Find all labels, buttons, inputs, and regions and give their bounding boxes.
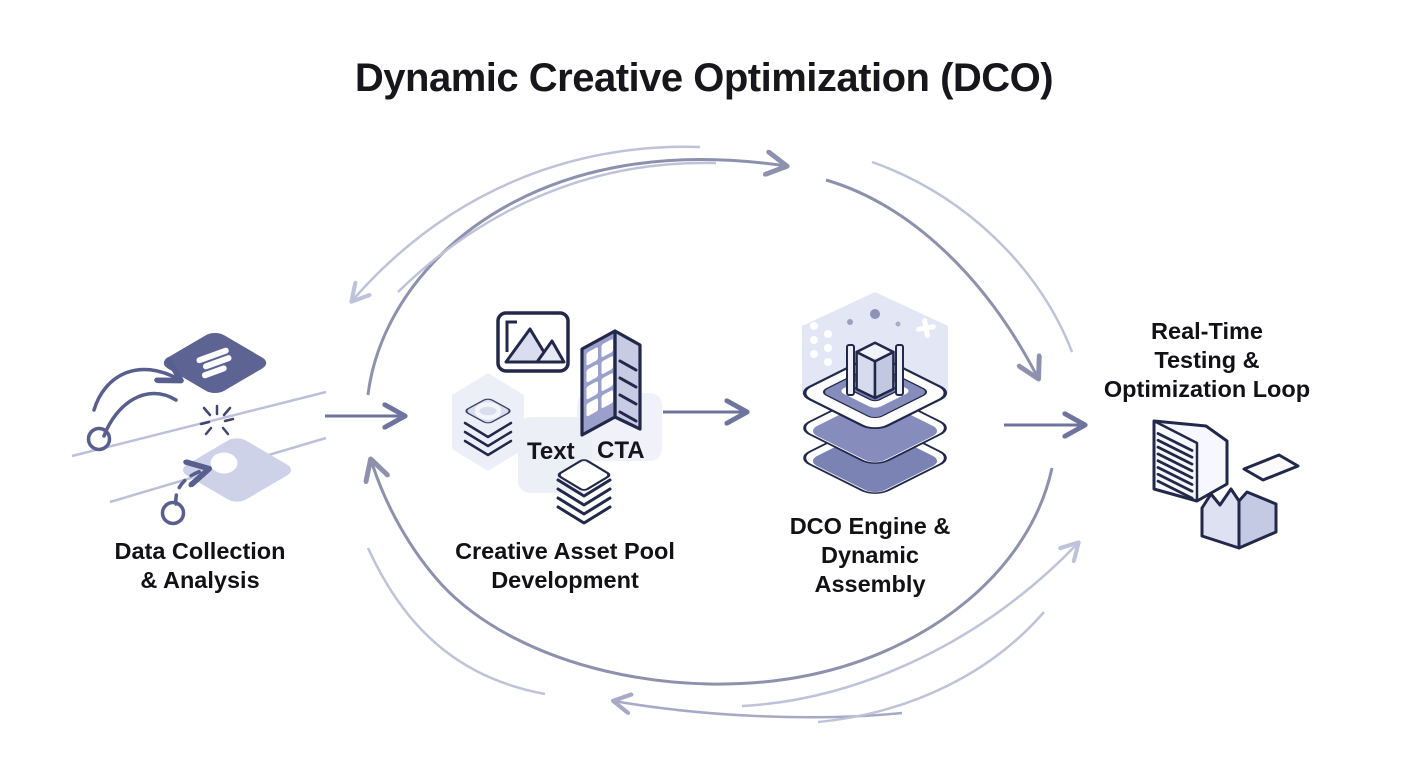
- dco-engine-icon: [802, 292, 948, 494]
- feedback-dashed-arrow: [160, 469, 209, 526]
- testing-optimization-icon: [1152, 419, 1300, 550]
- stage-label-line: Real-Time: [1151, 318, 1263, 344]
- creative-asset-pool-icon: [452, 311, 662, 525]
- template-block-icon: [580, 329, 642, 437]
- loop-arc-right-outer: [871, 160, 1074, 353]
- performance-box: [1200, 453, 1300, 550]
- loop-arc-bottom: [371, 460, 1054, 686]
- stage-label-line: DCO Engine &: [789, 513, 951, 539]
- stage-label-line: Creative Asset Pool: [455, 538, 675, 564]
- scan-lines: [71, 390, 327, 504]
- tile-logo: [196, 347, 232, 379]
- stage-label-line: Data Collection: [114, 538, 286, 564]
- engine-pillars: [846, 344, 904, 396]
- light-tile: [182, 438, 292, 502]
- layers-badge: [452, 373, 524, 471]
- dark-tile: [163, 333, 267, 393]
- loop-arc-bottomright-outer: [741, 543, 1078, 708]
- stage-label-dco-engine: DCO Engine & Dynamic Assembly: [760, 512, 980, 599]
- loop-arc-bottomleft-inner: [366, 547, 546, 696]
- stage-label-line: Dynamic: [821, 542, 919, 568]
- stage-label-line: & Analysis: [140, 567, 260, 593]
- stage-label-creative-asset-pool: Creative Asset Pool Development: [420, 537, 710, 595]
- loop-arc-right: [825, 178, 1038, 378]
- engine-cube: [855, 341, 895, 400]
- report-document: [1152, 419, 1229, 503]
- loop-arc-topleft-inner: [397, 161, 717, 293]
- stack-icon: [556, 459, 612, 525]
- sparkle-icon: [199, 404, 235, 436]
- input-arrows: [86, 369, 181, 452]
- data-collection-icon: [71, 333, 327, 526]
- loop-arc-bottomright-inner: [817, 611, 1045, 724]
- stage-label-line: Testing &: [1154, 347, 1260, 373]
- loop-arc-top: [366, 160, 786, 396]
- stage-label-data-collection: Data Collection & Analysis: [60, 537, 340, 595]
- asset-tag-cta: CTA: [597, 437, 645, 464]
- stage-label-testing-optimization: Real-Time Testing & Optimization Loop: [1062, 317, 1352, 404]
- diagram-title: Dynamic Creative Optimization (DCO): [354, 56, 1054, 100]
- stage-label-line: Development: [491, 567, 639, 593]
- asset-tag-text: Text: [527, 438, 575, 465]
- stage-label-line: Optimization Loop: [1103, 376, 1311, 402]
- loop-arc-topleft-outer: [352, 145, 701, 301]
- stage-label-line: Assembly: [814, 571, 926, 597]
- image-asset-icon: [496, 311, 570, 373]
